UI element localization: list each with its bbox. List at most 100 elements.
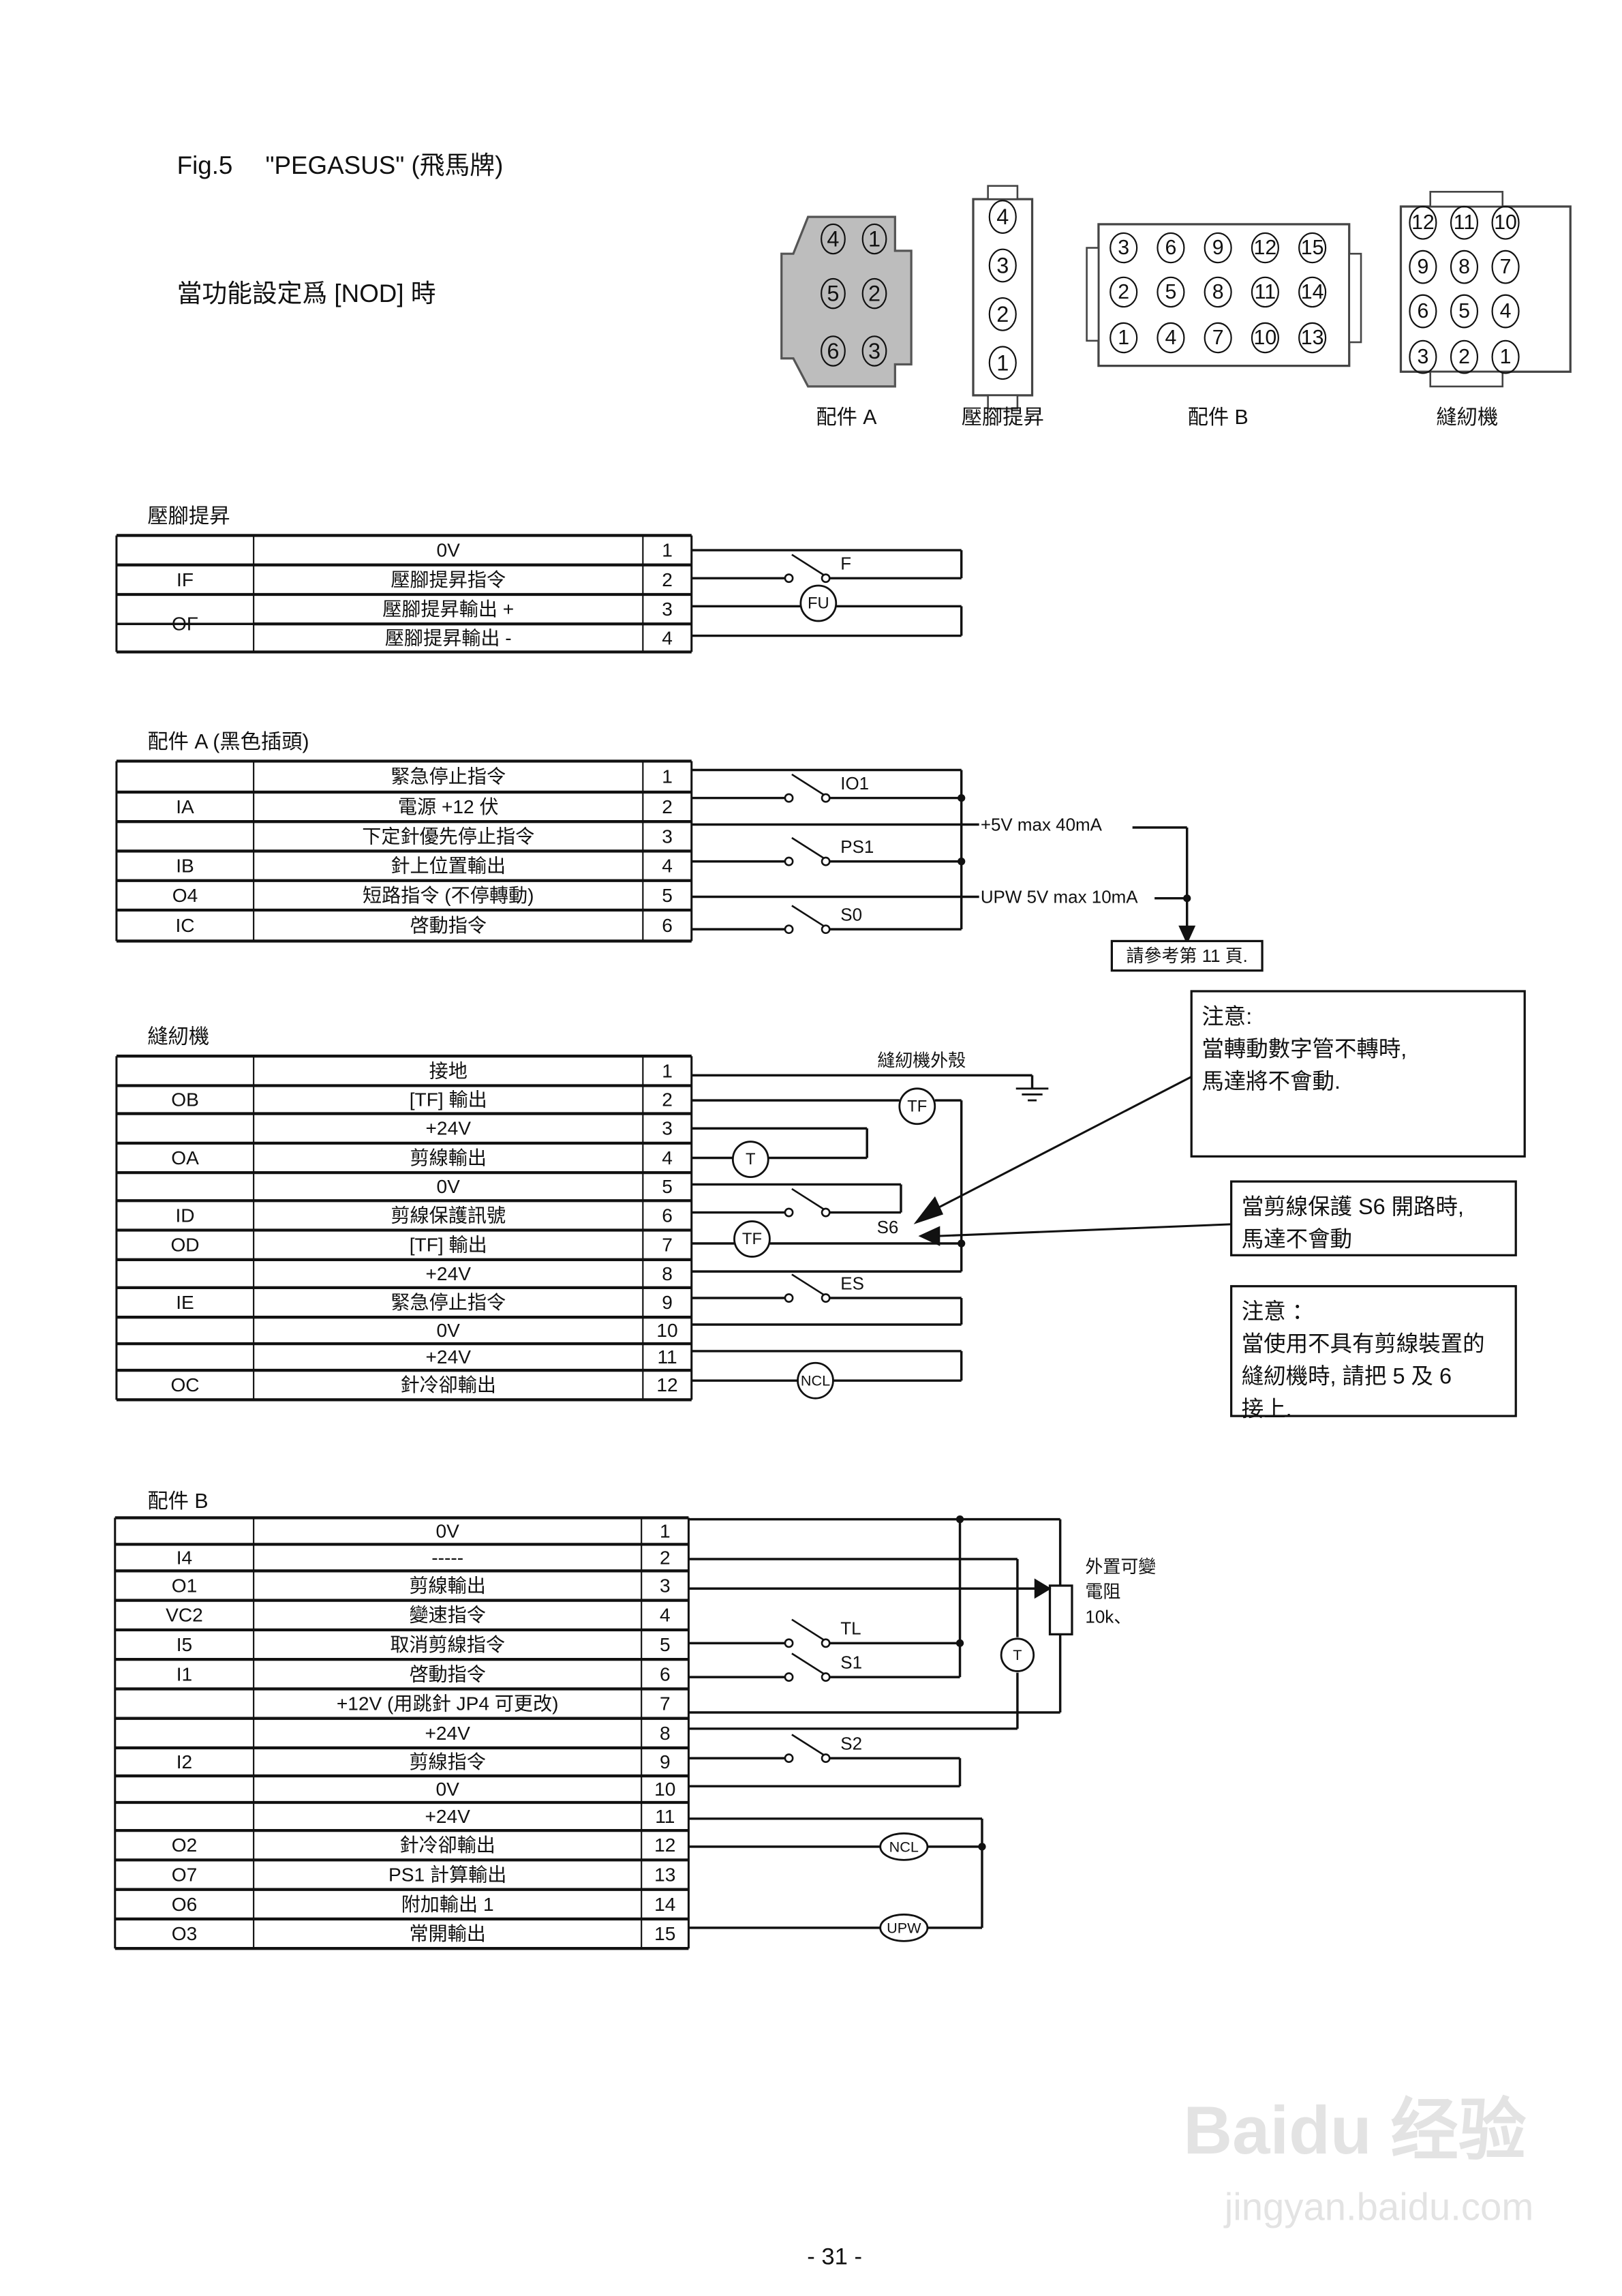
callout-leader <box>938 1223 1231 1237</box>
function-cell: 常開輸出 <box>409 1923 485 1944</box>
callout-leader <box>928 1076 1192 1213</box>
t-solenoid <box>731 1141 769 1179</box>
junction-dot <box>958 857 966 866</box>
switch-f-label: F <box>840 554 851 574</box>
connector-label: 配件 A <box>816 406 877 429</box>
switch-s1-label: S1 <box>840 1652 862 1672</box>
pin-cell: 14 <box>654 1894 675 1915</box>
connector-tab <box>1348 252 1362 344</box>
function-cell: 壓腳提昇指令 <box>391 569 506 590</box>
pin-circle <box>1204 322 1232 354</box>
junction-dot <box>1183 894 1191 903</box>
signal-cell: I1 <box>177 1663 192 1685</box>
pin-circle <box>821 335 846 367</box>
pin-number: 11 <box>1255 281 1276 303</box>
switch-ps1-blade <box>791 836 825 860</box>
tf-thermal-2-label: TF <box>742 1230 762 1248</box>
pin-cell: 5 <box>660 1634 671 1655</box>
pin-number: 1 <box>1500 346 1512 368</box>
pin-circle <box>1491 339 1520 374</box>
pin-circle <box>1204 276 1232 308</box>
switch-s6-contact <box>821 1207 831 1218</box>
function-cell: 針冷卻輸出 <box>400 1374 496 1395</box>
pin-cell: 9 <box>662 1292 673 1313</box>
pin-number: 5 <box>1458 300 1470 322</box>
function-cell: 壓腳提昇輸出 - <box>385 627 512 648</box>
connector-part-b <box>1097 223 1351 367</box>
function-cell: 緊急停止指令 <box>391 766 506 787</box>
note-text: 馬達不會動 <box>1242 1226 1352 1251</box>
switch-s0-contact <box>821 924 831 935</box>
switch-es-contact <box>784 1293 794 1303</box>
arrowhead <box>918 1226 940 1246</box>
signal-cell: OF <box>172 614 198 635</box>
pin-number: 5 <box>827 282 839 306</box>
variable-resistor <box>1048 1584 1073 1635</box>
pin-number: 1 <box>868 227 881 252</box>
connector-label: 縫紉機 <box>1436 406 1498 429</box>
pin-cell: 10 <box>656 1320 677 1341</box>
pin-circle <box>1409 294 1437 329</box>
pin-number: 1 <box>1118 327 1129 349</box>
signal-cell: IE <box>176 1292 194 1313</box>
pin-circle <box>988 346 1017 380</box>
switch-tl-contact <box>821 1638 831 1648</box>
tf-thermal-1-label: TF <box>907 1097 927 1115</box>
pin-cell: 4 <box>662 1147 673 1168</box>
pin-cell: 1 <box>662 766 673 787</box>
note-text: 接上. <box>1242 1396 1292 1421</box>
signal-cell: ID <box>175 1205 194 1226</box>
function-cell: 剪線輸出 <box>409 1575 485 1596</box>
mode-condition: 當功能設定爲 [NOD] 時 <box>177 280 436 307</box>
switch-es-label: ES <box>840 1273 864 1293</box>
fu-coil <box>799 584 838 622</box>
pin-circle <box>1110 276 1138 308</box>
pin-number: 4 <box>827 227 839 252</box>
function-cell: +24V <box>425 1806 470 1827</box>
resistor-label: 電阻 <box>1085 1582 1120 1602</box>
function-cell: 剪線保護訊號 <box>391 1205 506 1226</box>
pin-cell: 2 <box>662 796 673 817</box>
signal-cell: O7 <box>172 1864 197 1886</box>
pin-cell: 7 <box>660 1693 671 1715</box>
pin-circle <box>1491 250 1520 284</box>
pin-number: 8 <box>1212 281 1224 303</box>
switch-s2-contact <box>821 1753 831 1764</box>
switch-s0-label: S0 <box>840 904 862 924</box>
function-cell: 短路指令 (不停轉動) <box>363 885 534 906</box>
pin-circle <box>1409 205 1437 240</box>
junction-dot <box>958 794 966 802</box>
pin-circle <box>1450 205 1479 240</box>
pin-cell: 1 <box>662 1060 673 1081</box>
function-cell: +24V <box>425 1723 470 1744</box>
upw-coil <box>879 1914 929 1942</box>
function-cell: 壓腳提昇輸出 + <box>382 599 514 620</box>
pin-number: 7 <box>1500 256 1512 278</box>
function-cell: 針冷卻輸出 <box>399 1834 495 1856</box>
switch-tl-blade <box>791 1618 825 1642</box>
pin-number: 6 <box>1417 300 1428 322</box>
switch-es-contact <box>821 1293 831 1303</box>
pin-cell: 6 <box>660 1663 671 1685</box>
function-cell: 0V <box>437 1176 461 1197</box>
pin-circle <box>1450 294 1479 329</box>
pin-number: 12 <box>1254 237 1277 259</box>
switch-s6-label: S6 <box>877 1217 899 1237</box>
arrowhead <box>1034 1578 1052 1599</box>
pin-circle <box>1251 276 1279 308</box>
signal-cell: O3 <box>172 1923 197 1944</box>
pin-number: 8 <box>1458 256 1470 278</box>
pin-number: 6 <box>1165 237 1177 259</box>
pin-number: 11 <box>1454 211 1475 234</box>
pin-circle <box>1450 250 1479 284</box>
function-cell: +24V <box>426 1118 472 1139</box>
pin-circle <box>861 277 887 309</box>
figure-number: Fig.5 <box>177 151 233 179</box>
switch-tl-contact <box>784 1638 794 1648</box>
arrowhead <box>1178 925 1196 945</box>
ncl-coil <box>797 1361 834 1400</box>
signal-cell: I4 <box>177 1547 192 1568</box>
function-cell: 0V <box>435 1520 459 1541</box>
resistor-label: 10k、 <box>1085 1606 1131 1627</box>
